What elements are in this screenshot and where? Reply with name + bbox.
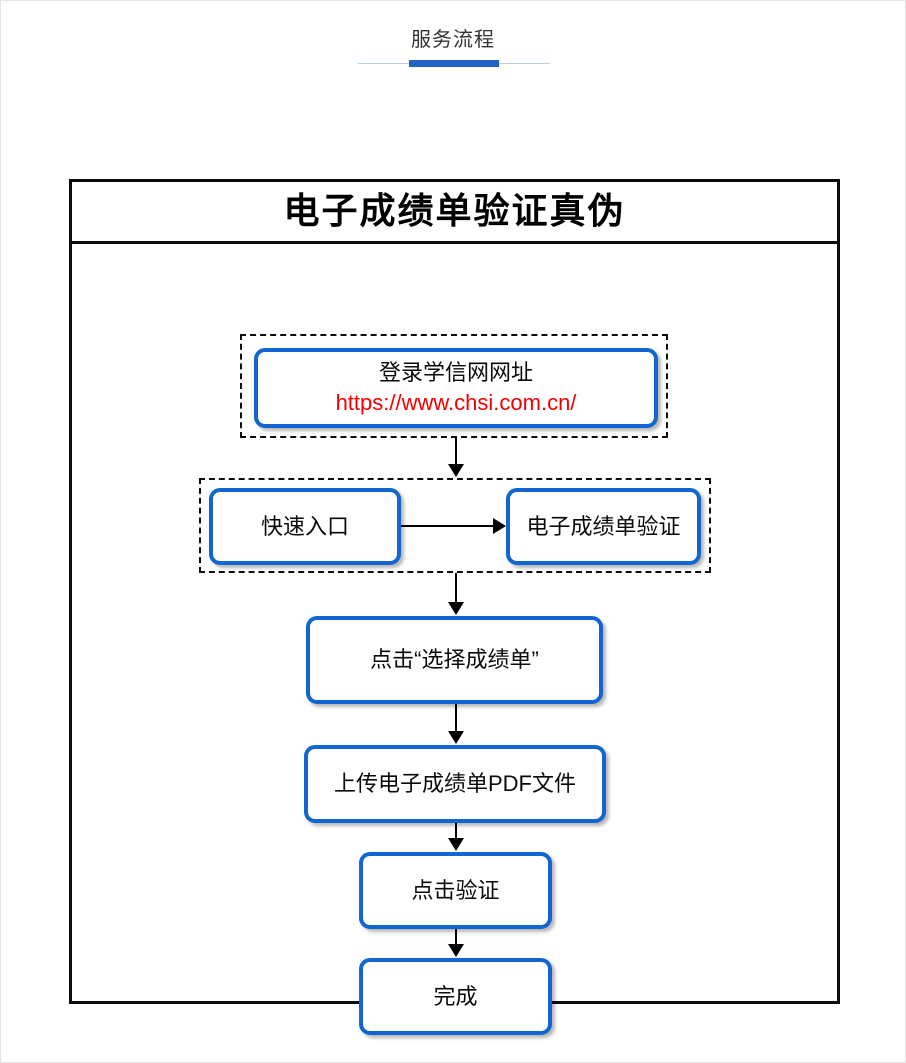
flow-node-done: 完成 (359, 958, 552, 1035)
login-label: 登录学信网网址 (378, 360, 533, 386)
arrow-shaft (455, 438, 457, 464)
arrow-shaft (401, 525, 493, 527)
done-label: 完成 (433, 983, 478, 1009)
arrow-down-icon (448, 573, 464, 615)
login-url-text: https://www.chsi.com.cn/ (335, 390, 577, 415)
group-entry (199, 478, 711, 573)
flow-node-quick-entry: 快速入口 (209, 488, 401, 565)
section-title-underline (358, 60, 550, 67)
flow-node-click-verify: 点击验证 (359, 852, 552, 929)
arrow-head (448, 602, 464, 615)
arrow-down-icon (448, 438, 464, 477)
click-verify-label: 点击验证 (411, 877, 500, 903)
arrow-shaft (455, 929, 457, 944)
quick-entry-label: 快速入口 (260, 513, 349, 539)
group-login (240, 334, 668, 438)
arrow-down-icon (448, 704, 464, 744)
flowchart-frame: 电子成绩单验证真伪 登录学信网网址 https://www.chsi.com.c… (69, 179, 840, 1035)
flowchart-title: 电子成绩单验证真伪 (72, 182, 837, 244)
section-title: 服务流程 (411, 29, 495, 51)
arrow-shaft (455, 823, 457, 838)
arrow-head (448, 944, 464, 957)
upload-pdf-label: 上传电子成绩单PDF文件 (333, 771, 576, 797)
section-title-accent-bar (409, 60, 499, 67)
arrow-down-icon (448, 929, 464, 957)
flow-node-login: 登录学信网网址 https://www.chsi.com.cn/ (254, 348, 658, 428)
arrow-head (448, 838, 464, 851)
flow-node-verify-entry: 电子成绩单验证 (506, 488, 701, 565)
verify-entry-label: 电子成绩单验证 (526, 513, 681, 539)
select-transcript-label: 点击“选择成绩单” (370, 647, 539, 673)
flowchart-body: 登录学信网网址 https://www.chsi.com.cn/ 快速入口 电子… (72, 244, 837, 1035)
arrow-shaft (455, 573, 457, 602)
arrow-right-icon (401, 518, 506, 534)
arrow-head (493, 518, 506, 534)
arrow-head (448, 464, 464, 477)
arrow-shaft (455, 704, 457, 731)
flow-node-select-transcript: 点击“选择成绩单” (306, 616, 603, 704)
flow-node-upload-pdf: 上传电子成绩单PDF文件 (304, 745, 606, 823)
arrow-head (448, 731, 464, 744)
arrow-down-icon (448, 823, 464, 851)
